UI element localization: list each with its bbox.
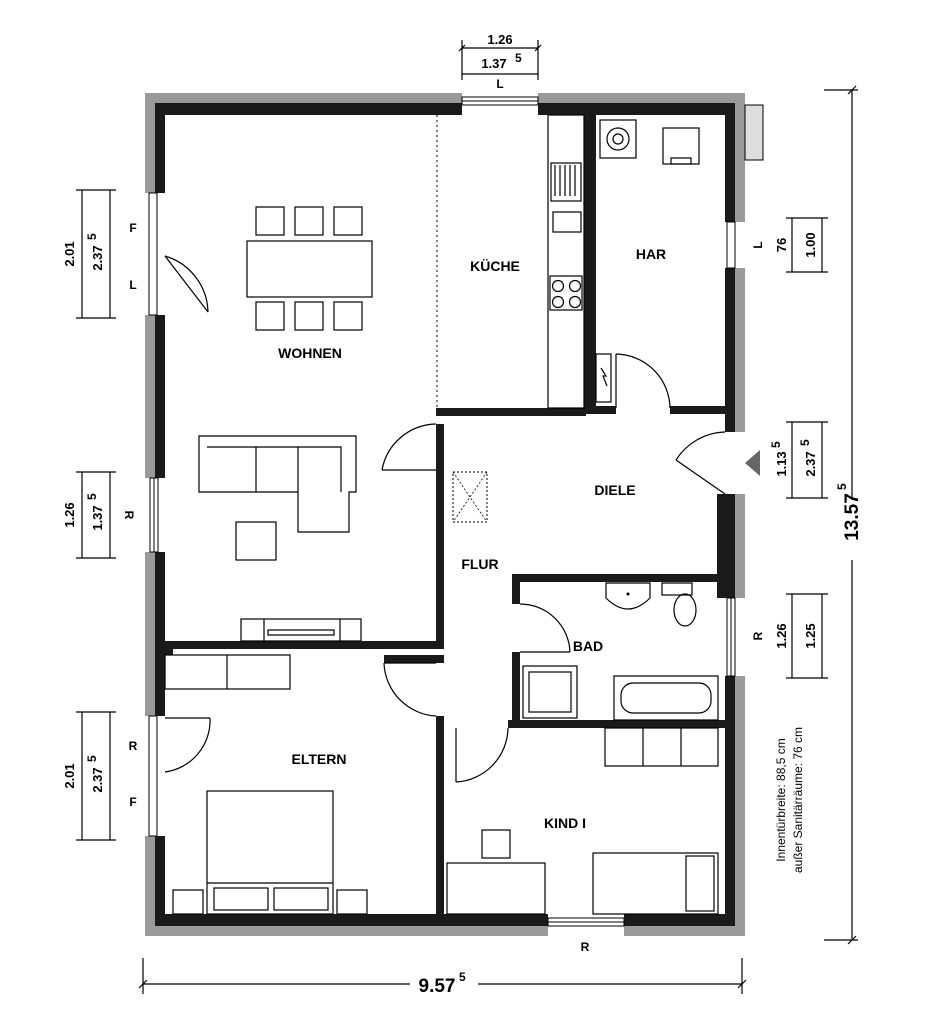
dim-total-width: 9.57 <box>419 976 456 997</box>
dim-left-1-b-sup: 5 <box>85 233 99 240</box>
dim-top-window-outer-sup: 5 <box>515 51 522 65</box>
dim-left-2-a: 1.26 <box>62 502 77 527</box>
door-width-note: Innentürbreite: 88,5 cm außer Sanitärräu… <box>774 727 805 873</box>
room-label-har: HAR <box>636 246 666 262</box>
dim-left-1-f: F <box>129 221 136 235</box>
dim-right-entry-b: 2.37 <box>803 451 818 476</box>
dim-left-3-b-sup: 5 <box>85 755 99 762</box>
dim-left-3-a: 2.01 <box>62 763 77 788</box>
room-labels: WOHNEN KÜCHE HAR DIELE FLUR BAD ELTERN K… <box>278 246 666 831</box>
dim-total-width-sup: 5 <box>459 970 466 984</box>
dim-left-3-r: R <box>129 739 138 753</box>
dim-left-2-b: 1.37 <box>90 505 105 530</box>
dim-total-height: 13.57 <box>842 493 863 541</box>
dimension-labels: 1.26 1.37 5 L 2.01 2.37 5 F L 1.26 1.37 … <box>62 32 863 997</box>
dim-right-entry-a: 1.13 <box>774 451 789 476</box>
dim-left-3-b: 2.37 <box>90 767 105 792</box>
dim-left-2-r: R <box>122 511 136 520</box>
room-label-kind: KIND I <box>544 815 586 831</box>
dim-right-har-b: 1.00 <box>803 232 818 257</box>
door-swings <box>164 255 726 783</box>
exterior-walls <box>145 93 745 936</box>
dim-right-entry-b-sup: 5 <box>798 439 812 446</box>
exterior-openings <box>144 92 764 937</box>
dim-left-3-f: F <box>129 795 136 809</box>
dim-right-bad-b: 1.25 <box>803 623 818 648</box>
room-label-eltern: ELTERN <box>292 751 347 767</box>
room-label-diele: DIELE <box>594 482 635 498</box>
dim-right-entry-a-sup: 5 <box>769 441 783 448</box>
note-door-width-line2: außer Sanitärräume: 76 cm <box>791 727 805 873</box>
dim-total-height-sup: 5 <box>835 483 849 490</box>
dim-left-2-b-sup: 5 <box>85 493 99 500</box>
furniture <box>164 114 760 915</box>
room-label-flur: FLUR <box>461 556 498 572</box>
dim-right-bad-r: R <box>751 631 765 640</box>
room-label-bad: BAD <box>573 638 603 654</box>
dim-left-1-l: L <box>129 278 136 292</box>
room-label-wohnen: WOHNEN <box>278 345 342 361</box>
dim-right-bad-a: 1.26 <box>774 623 789 648</box>
dim-top-window-hinge: L <box>496 77 503 91</box>
dim-top-window-outer: 1.37 <box>481 56 506 71</box>
dim-left-1-a: 2.01 <box>62 241 77 266</box>
room-label-kueche: KÜCHE <box>470 258 520 274</box>
dim-right-har-l: L <box>751 241 765 248</box>
note-door-width-line1: Innentürbreite: 88,5 cm <box>774 738 788 861</box>
dim-right-har-a: 76 <box>774 238 789 252</box>
interior-walls <box>165 115 725 914</box>
dim-bottom-window-r: R <box>581 940 590 954</box>
dim-left-1-b: 2.37 <box>90 245 105 270</box>
dim-top-window-inner: 1.26 <box>487 32 512 47</box>
dimension-lines <box>76 40 858 994</box>
